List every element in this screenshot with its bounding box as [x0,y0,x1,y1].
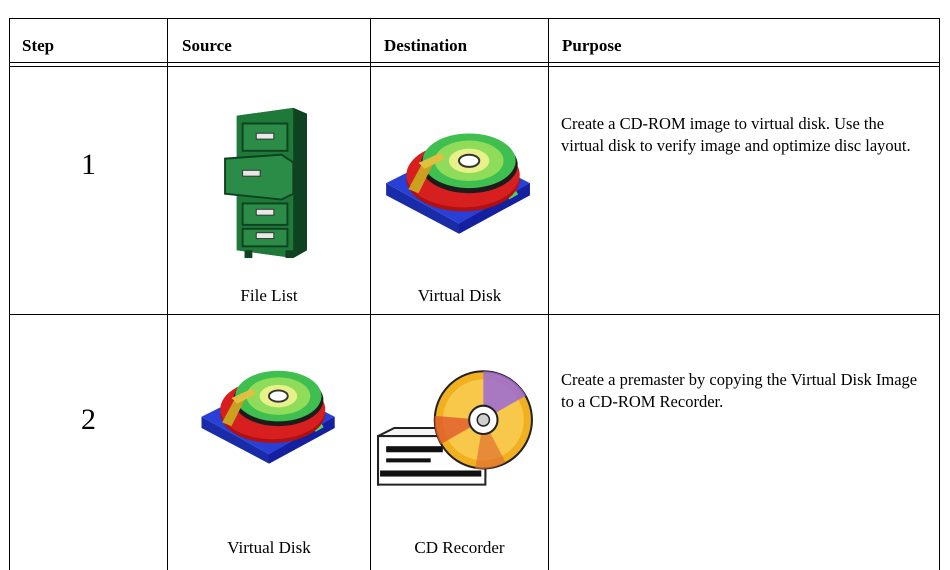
row-divider [9,314,939,315]
destination-label: Virtual Disk [417,286,502,305]
purpose-text: Create a premaster by copying the Virtua… [561,370,918,411]
purpose-text: Create a CD-ROM image to virtual disk. U… [561,114,911,155]
step-number: 2 [81,403,96,436]
source-label: Virtual Disk [227,538,311,557]
table-top-border [9,18,939,19]
col-border-1 [167,18,168,570]
header-rule-2 [9,66,939,67]
header-source: Source [182,36,232,55]
file-cabinet-icon [216,104,316,260]
hard-disk-icon [194,360,344,464]
header-destination: Destination [384,36,468,55]
hard-disk-icon [378,122,540,234]
col-border-left [9,18,10,570]
header-rule-1 [9,62,939,63]
destination-label: CD Recorder [414,538,505,557]
col-border-3 [548,18,549,570]
source-label: File List [240,286,298,305]
cd-recorder-icon [374,365,536,497]
header-step: Step [22,36,55,55]
col-border-right [939,18,940,570]
col-border-2 [370,18,371,570]
header-purpose: Purpose [562,36,622,55]
step-number: 1 [81,148,96,181]
